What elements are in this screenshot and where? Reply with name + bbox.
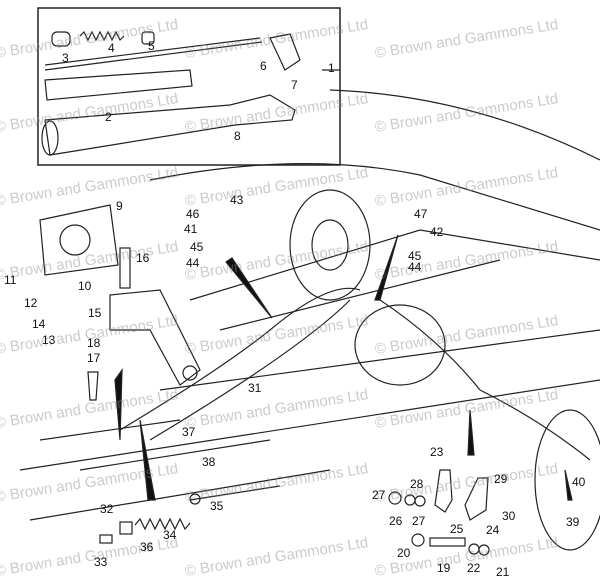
part-label: 3 [62, 51, 69, 65]
part-label: 2 [105, 110, 112, 124]
part-label: 24 [486, 523, 500, 537]
part-label: 36 [140, 540, 154, 554]
inset-rod [44, 37, 263, 71]
part-label: 47 [414, 207, 428, 221]
chassis-body [19, 89, 600, 521]
part-label: 14 [32, 317, 46, 331]
inset-bush [141, 31, 155, 45]
part-label: 30 [502, 509, 516, 523]
part-label: 39 [566, 515, 580, 529]
part-label: 26 [389, 514, 403, 528]
part-label: 9 [116, 199, 123, 213]
ratchet-plate [39, 204, 119, 276]
part-label: 34 [163, 528, 177, 542]
part-label: 31 [248, 381, 262, 395]
part-label: 12 [24, 296, 38, 310]
brake-cable [119, 287, 591, 461]
part-label: 29 [494, 472, 508, 486]
knob [87, 371, 99, 401]
part-label: 41 [184, 222, 198, 236]
brake-drum [289, 189, 371, 301]
pointer-arrows [114, 234, 573, 501]
part-label: 7 [291, 78, 298, 92]
lever-arm [109, 289, 201, 386]
inset-sleeve [51, 31, 71, 47]
part-label: 25 [450, 522, 464, 536]
part-label: 10 [78, 279, 92, 293]
part-label: 5 [148, 39, 155, 53]
spring [134, 517, 191, 531]
part-label: 35 [210, 499, 224, 513]
part-label: 42 [430, 225, 444, 239]
part-label: 27 [372, 488, 386, 502]
part-label: 16 [136, 251, 150, 265]
part-label: 4 [108, 41, 115, 55]
part-label: 44 [408, 260, 422, 274]
inset-lever [44, 94, 296, 156]
part-label: 8 [234, 129, 241, 143]
part-label: 33 [94, 555, 108, 569]
part-label: 45 [190, 240, 204, 254]
inset-grip [44, 69, 193, 101]
part-label: 1 [328, 61, 335, 75]
part-label: 21 [496, 565, 510, 579]
part-label: 38 [202, 455, 216, 469]
differential [354, 304, 446, 386]
part-label: 40 [572, 475, 586, 489]
part-label: 15 [88, 306, 102, 320]
part-label: 27 [412, 514, 426, 528]
part-label: 22 [467, 561, 481, 575]
inset-spring [79, 30, 125, 42]
part-label: 23 [430, 445, 444, 459]
part-label: 20 [397, 546, 411, 560]
part-label: 44 [186, 256, 200, 270]
part-label: 37 [182, 425, 196, 439]
part-label: 17 [87, 351, 101, 365]
part-label: 6 [260, 59, 267, 73]
part-label: 18 [87, 336, 101, 350]
part-label: 46 [186, 207, 200, 221]
part-label: 28 [410, 477, 424, 491]
part-label: 32 [100, 502, 114, 516]
part-label: 45 [408, 249, 422, 263]
part-label: 13 [42, 333, 56, 347]
cable-rod [39, 419, 281, 501]
part-label: 11 [4, 273, 17, 287]
inset-frame [37, 7, 341, 166]
inset-bracket [269, 33, 301, 71]
part-label: 43 [230, 193, 244, 207]
rear-wheel [534, 409, 600, 551]
part-label: 19 [437, 561, 451, 575]
